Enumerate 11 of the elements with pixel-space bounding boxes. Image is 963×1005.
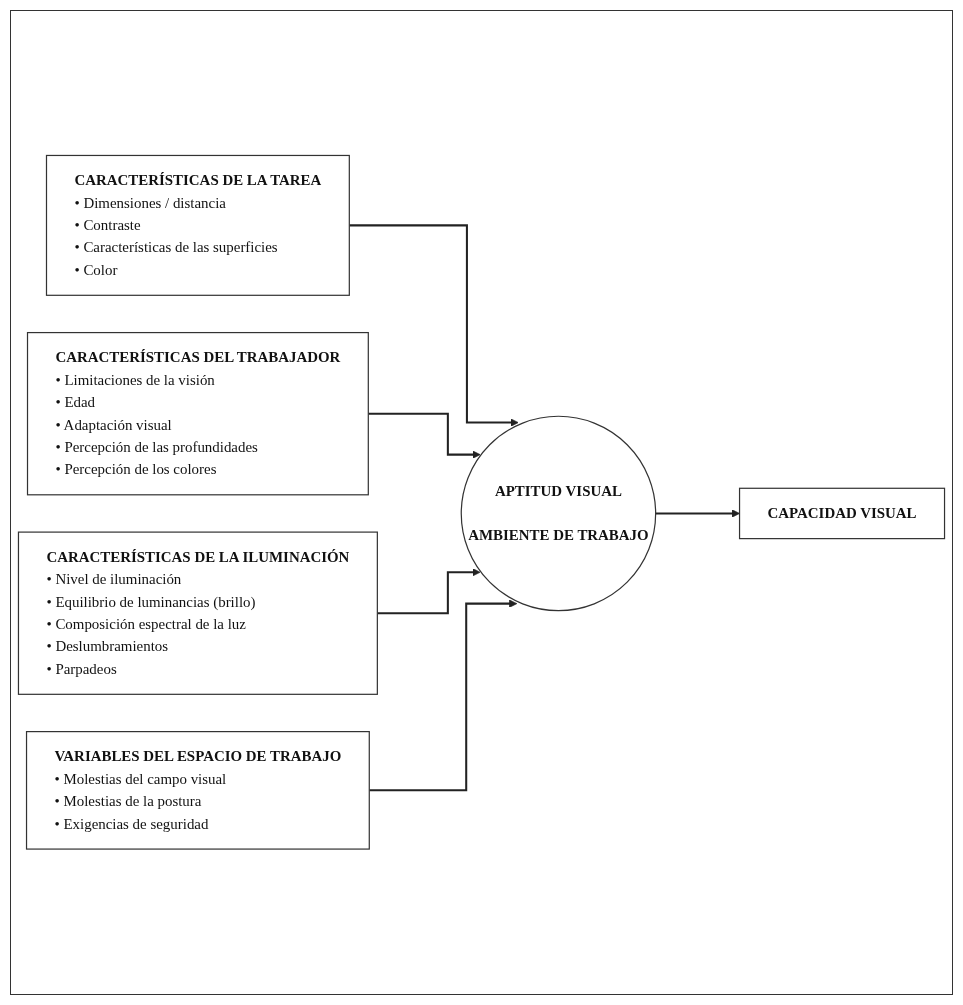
node-circle: APTITUD VISUAL AMBIENTE DE TRABAJO [460, 415, 657, 612]
node-box: CARACTERÍSTICAS DE LA ILUMINACIÓN • Nivel de iluminación • Equilibrio de luminancias (brillo) • Composición espectral de la luz • Deslumbramientos • Parpadeos [17, 531, 378, 696]
node-box: CARACTERÍSTICAS DEL TRABAJADOR • Limitaciones de la visión • Edad • Adaptación visual • Percepción de las profundidades • Percepción de los colores [26, 332, 369, 496]
node-box: CAPACIDAD VISUAL [738, 487, 946, 540]
node-box: VARIABLES DEL ESPACIO DE TRABAJO • Molestias del campo visual • Molestias de la postura • Exigencias de seguridad [25, 731, 370, 850]
arrow [368, 412, 481, 459]
arrow [349, 224, 519, 427]
arrow [369, 599, 518, 792]
node-box: CARACTERÍSTICAS DE LA TAREA • Dimensiones / distancia • Contraste • Características de las superficies • Color [45, 155, 350, 297]
arrow [377, 568, 481, 615]
arrow [655, 509, 740, 518]
